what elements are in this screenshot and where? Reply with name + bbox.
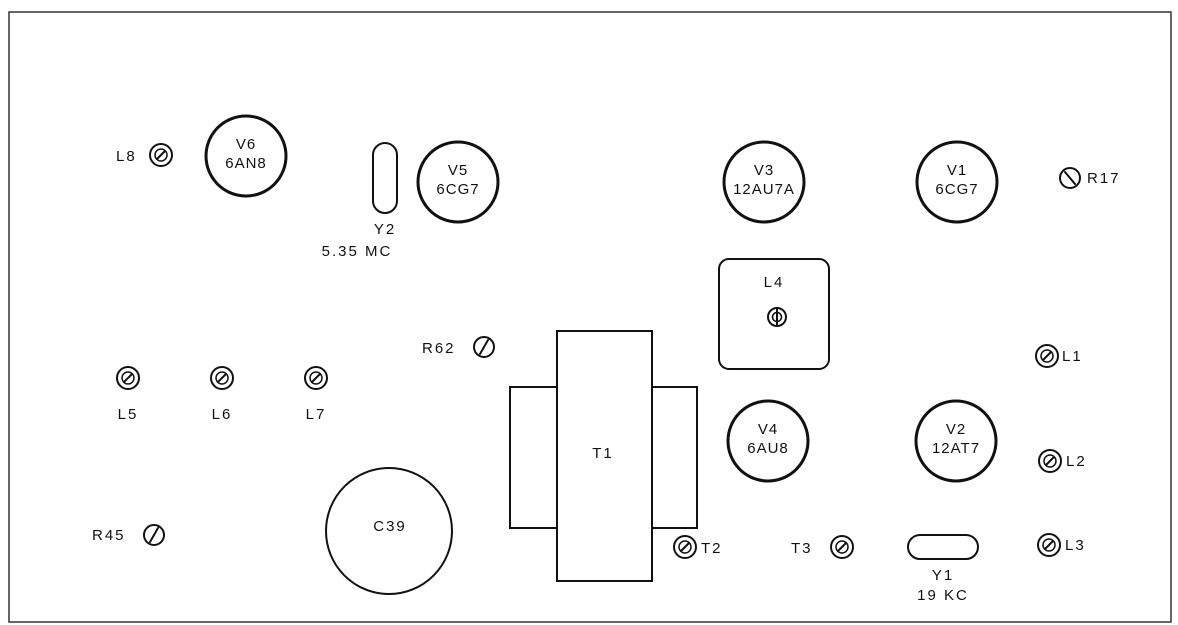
adjust-r17-label: R17 bbox=[1087, 170, 1121, 187]
tube-v4-type: 6AU8 bbox=[747, 440, 789, 457]
adjust-l7: L7 bbox=[304, 366, 328, 423]
adjust-l2: L2 bbox=[1038, 449, 1087, 473]
adjust-l1: L1 bbox=[1035, 344, 1083, 368]
adjust-l6-label: L6 bbox=[212, 406, 233, 423]
tube-v1-ref: V1 bbox=[947, 162, 967, 179]
adjust-l7-label: L7 bbox=[306, 406, 327, 423]
tube-v6-type: 6AN8 bbox=[225, 155, 267, 172]
tube-v6: V6 6AN8 bbox=[204, 114, 288, 198]
adjust-t2-label: T2 bbox=[701, 540, 723, 557]
adjust-l3-label: L3 bbox=[1065, 537, 1086, 554]
tube-v5-ref: V5 bbox=[448, 162, 468, 179]
adjust-l5-label: L5 bbox=[118, 406, 139, 423]
tube-v2: V2 12AT7 bbox=[914, 399, 998, 483]
tube-v1: V1 6CG7 bbox=[915, 140, 999, 224]
coil-l4-ref: L4 bbox=[764, 274, 785, 291]
transformer-t1-ref: T1 bbox=[592, 445, 614, 462]
crystal-y1-freq: 19 KC bbox=[917, 587, 969, 604]
crystal-y1: Y1 19 KC bbox=[907, 534, 979, 604]
tube-v1-type: 6CG7 bbox=[935, 181, 978, 198]
capacitor-c39-ref: C39 bbox=[373, 518, 407, 535]
capacitor-c39: C39 bbox=[325, 467, 453, 595]
tube-v5: V5 6CG7 bbox=[416, 140, 500, 224]
adjust-l6: L6 bbox=[210, 366, 234, 423]
tube-v3: V3 12AU7A bbox=[722, 140, 806, 224]
crystal-y2-ref: Y2 bbox=[374, 221, 396, 238]
adjust-l8: L8 bbox=[116, 143, 173, 167]
crystal-y2-freq: 5.35 MC bbox=[322, 243, 393, 260]
adjust-r17: R17 bbox=[1059, 167, 1121, 189]
tube-v3-ref: V3 bbox=[754, 162, 774, 179]
adjust-r45-label: R45 bbox=[92, 527, 126, 544]
tube-v6-ref: V6 bbox=[236, 136, 256, 153]
adjust-l2-label: L2 bbox=[1066, 453, 1087, 470]
adjust-r62: R62 bbox=[422, 336, 495, 358]
adjust-r45: R45 bbox=[92, 524, 165, 546]
adjust-l3: L3 bbox=[1037, 533, 1086, 557]
tube-v2-type: 12AT7 bbox=[932, 440, 980, 457]
adjust-r62-label: R62 bbox=[422, 340, 456, 357]
transformer-t1: T1 bbox=[509, 330, 698, 582]
crystal-y1-ref: Y1 bbox=[932, 567, 954, 584]
coil-l4: L4 bbox=[718, 258, 830, 370]
tube-v3-type: 12AU7A bbox=[733, 181, 795, 198]
adjust-t3: T3 bbox=[791, 535, 854, 559]
chassis-frame bbox=[8, 11, 1172, 623]
tube-v4-ref: V4 bbox=[758, 421, 778, 438]
adjust-l5: L5 bbox=[116, 366, 140, 423]
adjust-t3-label: T3 bbox=[791, 540, 813, 557]
tube-v4: V4 6AU8 bbox=[726, 399, 810, 483]
crystal-y2: Y2 5.35 MC bbox=[322, 142, 398, 260]
tube-v5-type: 6CG7 bbox=[436, 181, 479, 198]
tube-v2-ref: V2 bbox=[946, 421, 966, 438]
adjust-l8-label: L8 bbox=[116, 148, 137, 165]
adjust-l1-label: L1 bbox=[1062, 348, 1083, 365]
adjust-t2: T2 bbox=[673, 535, 723, 559]
